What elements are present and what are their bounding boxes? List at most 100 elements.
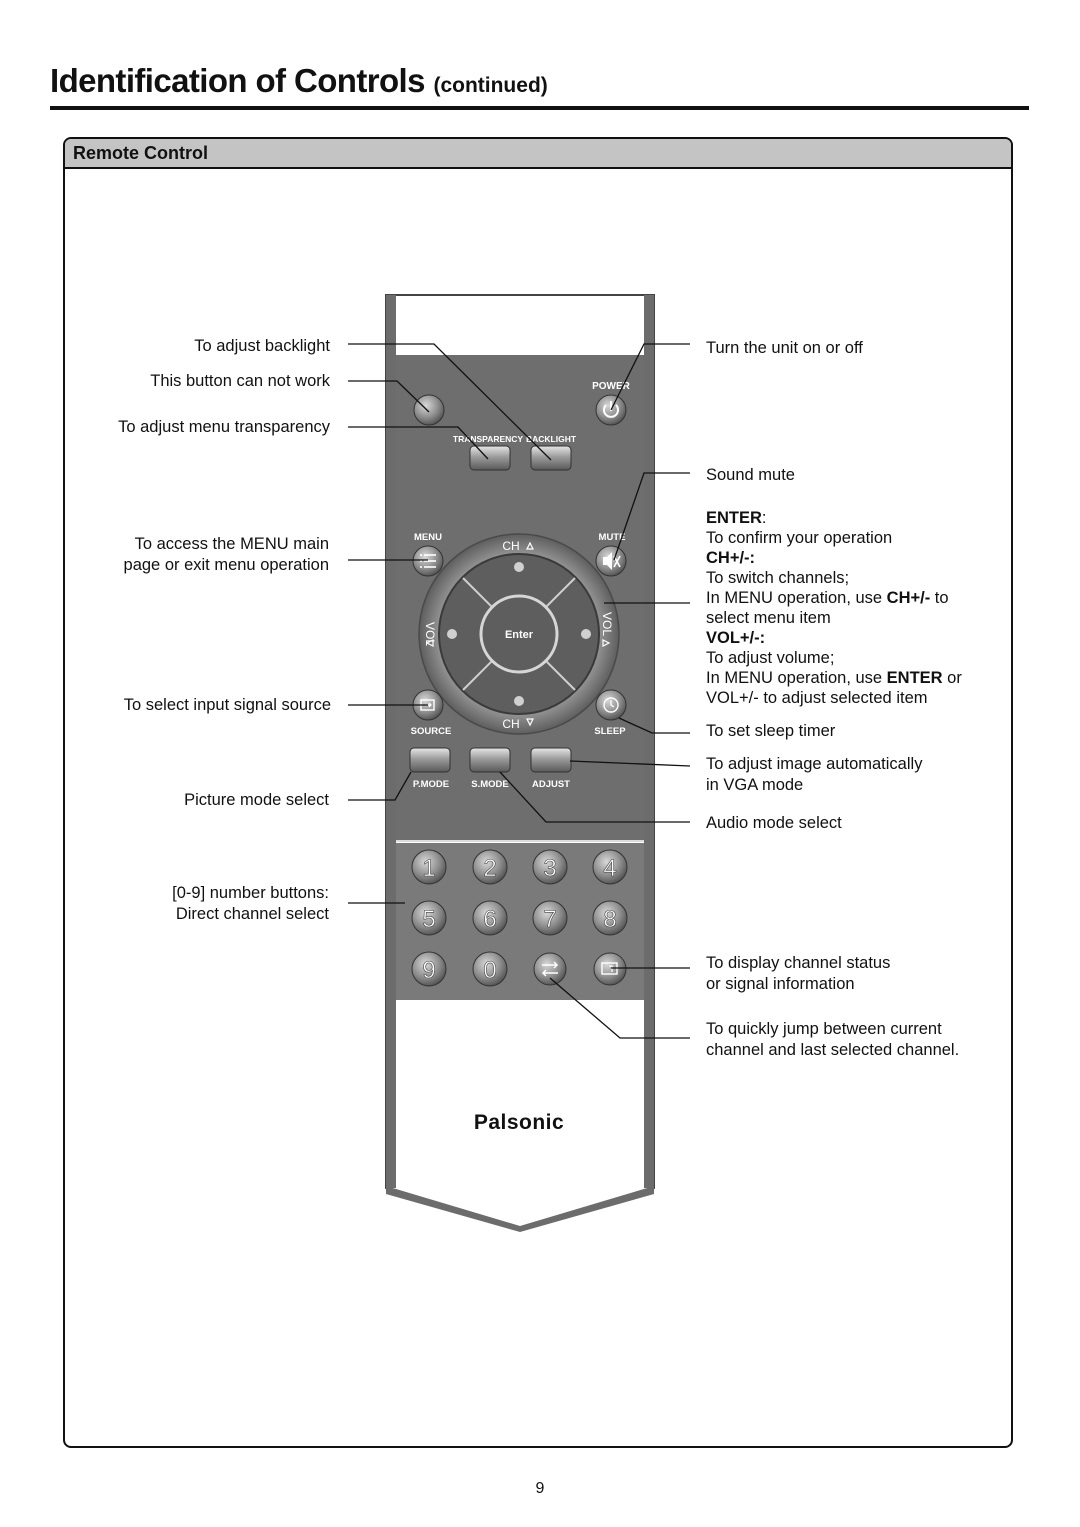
title-rule (50, 106, 1029, 110)
callout-recall: To quickly jump between current channel … (706, 1019, 959, 1061)
callout-adjust-line2: in VGA mode (706, 776, 804, 794)
callout-display: To display channel status or signal info… (706, 953, 890, 995)
enter-heading: ENTER: (706, 508, 962, 528)
callout-power: Turn the unit on or off (706, 339, 863, 357)
number-keypad: 1 2 3 4 5 6 7 8 9 0 (411, 849, 628, 987)
callout-numbers: [0-9] number buttons: Direct channel sel… (172, 883, 329, 925)
ch-description-3: select menu item (706, 609, 831, 627)
leader-sleep (618, 717, 690, 734)
recall-icon (541, 961, 559, 977)
backlight-button (530, 445, 572, 471)
number-button-9[interactable]: 9 (411, 951, 447, 987)
callout-menu: To access the MENU main page or exit men… (124, 534, 329, 576)
list-icon (420, 554, 436, 568)
ch-down-dot (514, 696, 524, 706)
vol-description-3: VOL+/- to adjust selected item (706, 689, 928, 707)
remote-right-rail (644, 295, 654, 1188)
power-icon (603, 404, 619, 418)
callout-display-line2: or signal information (706, 975, 855, 993)
number-button-4[interactable]: 4 (592, 849, 628, 885)
smode-label: S.MODE (471, 779, 508, 790)
transparency-label: TRANSPARENCY (453, 434, 524, 444)
page-title: Identification of Controls (continued) (50, 62, 548, 100)
navigation-pad: Enter CH CH VOL VOL (418, 533, 620, 735)
vol-description-2: In MENU operation, use ENTER or (706, 668, 962, 688)
callout-recall-line1: To quickly jump between current (706, 1020, 942, 1038)
callout-picture: Picture mode select (184, 791, 329, 809)
enter-heading-colon: : (761, 509, 767, 527)
unused-button (413, 394, 445, 426)
ch-down-arrow-icon (526, 718, 534, 727)
vol-desc2-a: In MENU operation, use (706, 669, 887, 687)
clock-icon (603, 697, 619, 713)
number-key-label: 2 (483, 855, 496, 882)
number-key-label: 4 (603, 855, 616, 882)
brand-logo: Palsonic (474, 1111, 564, 1134)
ch-desc2-a: In MENU operation, use (706, 589, 887, 607)
remote-control-panel: Remote Control (63, 137, 1013, 1448)
ch-heading-text: CH+/-: (706, 549, 756, 567)
leader-not-work (348, 380, 430, 413)
sleep-button (595, 689, 627, 721)
ch-up-dot (514, 562, 524, 572)
callout-source: To select input signal source (123, 696, 331, 714)
number-button-7[interactable]: 7 (532, 900, 568, 936)
backlight-label: BACKLIGHT (526, 434, 577, 444)
number-key-label: 6 (483, 906, 496, 933)
number-button-5[interactable]: 5 (411, 900, 447, 936)
smode-button (469, 747, 511, 773)
mute-speaker-icon (603, 552, 612, 570)
vol-heading-text: VOL+/-: (706, 629, 766, 647)
number-button-2[interactable]: 2 (472, 849, 508, 885)
vol-desc2-c: or (942, 669, 962, 687)
callout-backlight: To adjust backlight (194, 337, 330, 355)
number-button-0[interactable]: 0 (472, 951, 508, 987)
leader-adjust (569, 760, 691, 767)
number-button-1[interactable]: 1 (411, 849, 447, 885)
number-key-label: 0 (483, 957, 496, 984)
leader-audio (499, 771, 690, 823)
page-title-continued: (continued) (433, 74, 548, 97)
callout-menu-line1: To access the MENU main (134, 535, 329, 553)
leader-recall (549, 977, 690, 1039)
leader-mute (613, 472, 690, 561)
enter-button (479, 594, 559, 674)
power-label: POWER (592, 381, 631, 392)
adjust-button (530, 747, 572, 773)
mute-button (595, 545, 627, 577)
number-button-3[interactable]: 3 (532, 849, 568, 885)
callout-recall-line2: channel and last selected channel. (706, 1041, 960, 1059)
callout-sleep: To set sleep timer (706, 722, 836, 740)
leader-picture (348, 771, 412, 801)
ch-description-1: To switch channels; (706, 569, 850, 587)
number-button-6[interactable]: 6 (472, 900, 508, 936)
number-button-8[interactable]: 8 (592, 900, 628, 936)
page-title-main: Identification of Controls (50, 62, 425, 99)
number-key-label: 9 (422, 957, 435, 984)
leader-transparency (348, 426, 489, 460)
number-key-label: 8 (603, 906, 616, 933)
callout-mute: Sound mute (706, 466, 795, 484)
ch-up-label: CH (502, 539, 519, 553)
vol-plus-arrow-icon (602, 639, 611, 647)
vol-desc2-b: ENTER (886, 669, 943, 687)
section-header: Remote Control (65, 139, 1011, 169)
display-button (593, 952, 627, 986)
recall-button (533, 952, 567, 986)
number-key-label: 5 (422, 906, 435, 933)
ch-description-2: In MENU operation, use CH+/- to (706, 588, 962, 608)
sleep-label: SLEEP (594, 726, 626, 737)
pmode-button (409, 747, 451, 773)
vol-minus-label: VOL (423, 622, 437, 646)
callout-transparency: To adjust menu transparency (118, 418, 330, 436)
callout-adjust-line1: To adjust image automatically (706, 755, 923, 773)
callout-not-work: This button can not work (150, 372, 330, 390)
callout-lines (348, 343, 691, 1039)
adjust-label: ADJUST (532, 779, 570, 790)
enter-label: Enter (505, 629, 534, 641)
enter-heading-text: ENTER (706, 509, 762, 527)
vol-plus-dot (581, 629, 591, 639)
leader-backlight (348, 343, 552, 461)
vol-minus-arrow-icon (425, 639, 434, 647)
